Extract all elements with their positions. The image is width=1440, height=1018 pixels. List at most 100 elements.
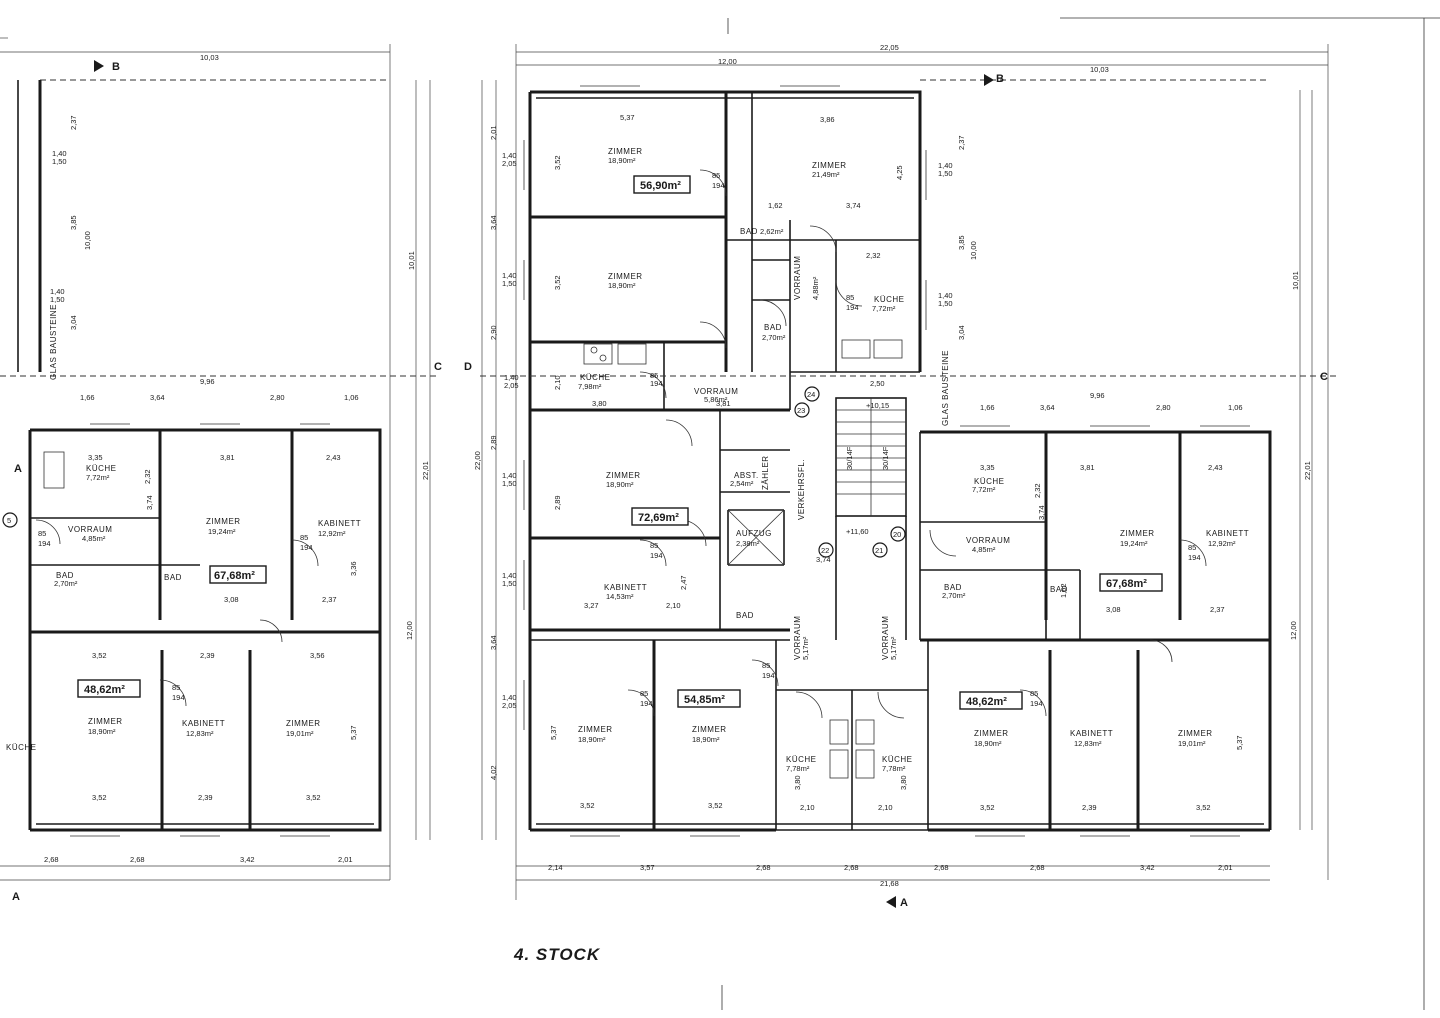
dim: 3,81 [1080, 463, 1095, 472]
dim: 3,52 [306, 793, 321, 802]
dim-middle-width-left: 9,96 [200, 377, 215, 386]
room-area: 19,24m² [208, 527, 236, 536]
dim: 3,08 [1106, 605, 1121, 614]
section-arrow-icon [886, 896, 896, 908]
dim: 2,80 [1156, 403, 1171, 412]
room-area: 18,90m² [692, 735, 720, 744]
dim: 2,39 [200, 651, 215, 660]
room-labels-left: KÜCHE 7,72m² ZIMMER 19,24m² KABINETT 12,… [6, 464, 361, 752]
svg-text:1,40: 1,40 [502, 693, 517, 702]
dim: 3,52 [1196, 803, 1211, 812]
room-vorraum: VORRAUM [793, 256, 802, 300]
room-area: 4,85m² [82, 534, 106, 543]
dim-wing-depth3: 10,01 [1291, 271, 1300, 290]
room-kueche: KÜCHE [580, 373, 611, 382]
page-frame [721, 17, 1440, 1010]
section-marker-b-right: B [996, 73, 1004, 85]
room-zimmer: ZIMMER [88, 717, 123, 726]
dim: 4,02 [489, 765, 498, 780]
svg-text:1,40: 1,40 [502, 471, 517, 480]
room-area: 12,92m² [1208, 539, 1236, 548]
room-kueche: KÜCHE [6, 743, 37, 752]
window-heights: 1,40 2,05 1,40 1,50 1,40 1,50 1,40 1,50 … [50, 149, 953, 710]
dim: 2,68 [844, 863, 859, 872]
dim: 2,32 [866, 251, 881, 260]
svg-text:194: 194 [300, 543, 313, 552]
dim: 2,01 [338, 855, 353, 864]
apartment-area: 54,85m² [684, 694, 725, 706]
svg-text:85: 85 [1030, 689, 1038, 698]
dim: 3,42 [240, 855, 255, 864]
dim: 1,06 [344, 393, 359, 402]
svg-text:194: 194 [762, 671, 775, 680]
dim: 3,52 [708, 801, 723, 810]
dim: 2,32 [1033, 483, 1042, 498]
dim: 2,37 [69, 115, 78, 130]
room-area: 7,72m² [972, 485, 996, 494]
svg-text:85: 85 [172, 683, 180, 692]
dim: 2,68 [756, 863, 771, 872]
svg-text:85: 85 [300, 533, 308, 542]
room-area: 21,49m² [812, 170, 840, 179]
section-arrow-icon [94, 60, 104, 72]
room-zimmer: ZIMMER [692, 725, 727, 734]
svg-text:85: 85 [846, 293, 854, 302]
dim: 3,52 [92, 651, 107, 660]
room-bad: BAD [736, 611, 754, 620]
apartment-area: 48,62m² [966, 696, 1007, 708]
svg-text:1,50: 1,50 [938, 169, 953, 178]
dim: 3,80 [899, 775, 908, 790]
dim: 2,14 [548, 863, 563, 872]
svg-text:1,40: 1,40 [938, 291, 953, 300]
dim: 5,37 [1235, 735, 1244, 750]
dim: 3,74 [145, 495, 154, 510]
dim: 3,80 [592, 399, 607, 408]
svg-text:1,50: 1,50 [502, 279, 517, 288]
room-zimmer: ZIMMER [608, 272, 643, 281]
room-abst: ABST. [734, 471, 759, 480]
room-bad: BAD [56, 571, 74, 580]
dim: 3,52 [980, 803, 995, 812]
room-kueche: KÜCHE [786, 755, 817, 764]
room-aufzug: AUFZUG [736, 529, 772, 538]
dim: 1,62 [1059, 583, 1068, 598]
dim: 3,85 [69, 215, 78, 230]
room-area: 7,78m² [882, 764, 906, 773]
door-labels: 85 194 85 194 85 194 85 194 85 194 85 19… [38, 171, 1201, 708]
dim: 2,37 [322, 595, 337, 604]
room-kueche: KÜCHE [974, 477, 1005, 486]
room-kueche: KÜCHE [874, 295, 905, 304]
dim: 2,43 [326, 453, 341, 462]
dim: 3,74 [1037, 505, 1046, 520]
dim: 2,01 [1218, 863, 1233, 872]
windows-main [523, 85, 1250, 837]
room-vorraum: VORRAUM [68, 525, 112, 534]
circle-number: 5 [7, 516, 11, 525]
svg-text:1,50: 1,50 [52, 157, 67, 166]
dim: 3,08 [224, 595, 239, 604]
dim: 3,64 [489, 215, 498, 230]
room-vorraum: VORRAUM [793, 616, 802, 660]
svg-text:1,50: 1,50 [502, 479, 517, 488]
dim-height-left: 22,01 [421, 461, 430, 480]
svg-text:194: 194 [1030, 699, 1043, 708]
dim: 3,86 [820, 115, 835, 124]
room-bad: BAD [740, 227, 758, 236]
circle-number: 21 [875, 546, 883, 555]
dim: 5,37 [620, 113, 635, 122]
svg-text:1,40: 1,40 [504, 373, 519, 382]
section-marker-d: D [464, 361, 472, 373]
circle-number: 20 [893, 530, 901, 539]
dim: 2,10 [553, 375, 562, 390]
room-kabinett: KABINETT [182, 719, 225, 728]
dim-height-right3: 12,00 [1289, 621, 1298, 640]
svg-text:194: 194 [712, 181, 725, 190]
svg-text:194: 194 [640, 699, 653, 708]
room-kabinett: KABINETT [318, 519, 361, 528]
circle-number: 24 [807, 390, 815, 399]
dim: 2,37 [957, 135, 966, 150]
dim: 3,64 [1040, 403, 1055, 412]
dim: 1,66 [80, 393, 95, 402]
room-area: 18,90m² [608, 281, 636, 290]
dim: 5,37 [549, 725, 558, 740]
